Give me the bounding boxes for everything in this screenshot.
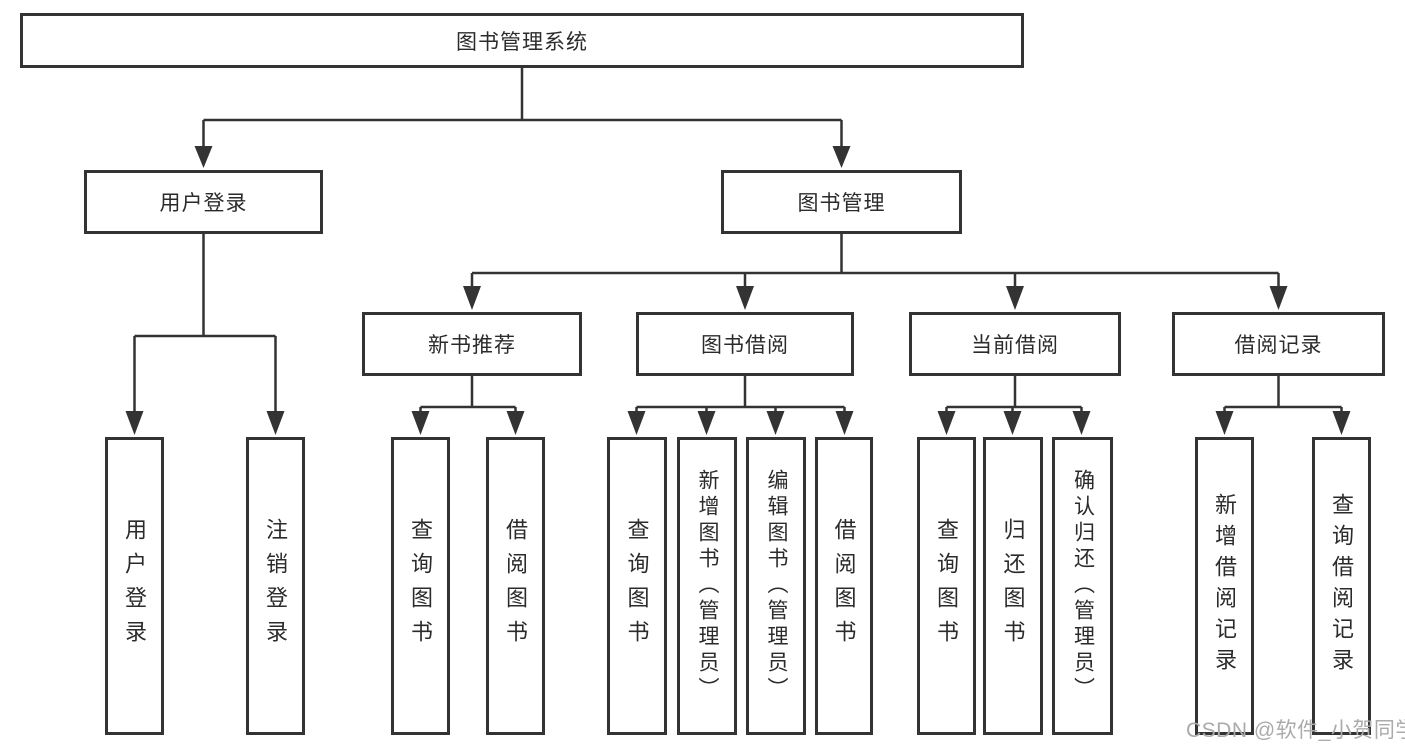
leaf-user-login: 用户登录 xyxy=(105,437,164,735)
node-new-book-recommend: 新书推荐 xyxy=(362,312,582,376)
leaf-query-borrow-record: 查询借阅记录 xyxy=(1312,437,1371,735)
leaf-label: 借阅图书 xyxy=(831,518,857,654)
node-label: 图书管理 xyxy=(797,192,886,215)
csdn-watermark: CSDN @软件_小贺同学 xyxy=(1186,719,1405,742)
leaf-edit-books-admin: 编辑图书（管理员） xyxy=(746,437,806,735)
leaf-label: 归还图书 xyxy=(1000,518,1026,654)
leaf-label: 借阅图书 xyxy=(503,518,529,654)
node-current-borrowing: 当前借阅 xyxy=(909,312,1121,376)
leaf-label: 查询图书 xyxy=(408,518,434,654)
leaf-add-borrow-record: 新增借阅记录 xyxy=(1195,437,1254,735)
leaf-query-books-recommend: 查询图书 xyxy=(391,437,450,735)
node-label: 用户登录 xyxy=(159,192,248,215)
leaf-confirm-return-admin: 确认归还（管理员） xyxy=(1052,437,1113,735)
node-label: 借阅记录 xyxy=(1234,334,1323,357)
leaf-borrow-books: 借阅图书 xyxy=(815,437,873,735)
leaf-label: 注销登录 xyxy=(263,518,289,654)
leaf-label: 确认归还（管理员） xyxy=(1071,469,1095,703)
leaf-label: 查询图书 xyxy=(934,518,960,654)
leaf-query-books-current: 查询图书 xyxy=(917,437,976,735)
node-library-system: 图书管理系统 xyxy=(20,13,1024,68)
leaf-label: 查询图书 xyxy=(624,518,650,654)
node-user-login: 用户登录 xyxy=(84,170,323,234)
node-book-management: 图书管理 xyxy=(721,170,962,234)
node-borrowing-records: 借阅记录 xyxy=(1172,312,1385,376)
leaf-label: 新增借阅记录 xyxy=(1212,493,1238,679)
node-label: 新书推荐 xyxy=(428,334,516,357)
leaf-label: 用户登录 xyxy=(122,518,148,654)
leaf-label: 编辑图书（管理员） xyxy=(765,469,789,703)
node-label: 当前借阅 xyxy=(971,334,1059,357)
leaf-logout: 注销登录 xyxy=(246,437,305,735)
leaf-label: 查询借阅记录 xyxy=(1329,493,1355,679)
node-label: 图书借阅 xyxy=(701,334,789,357)
node-book-borrowing: 图书借阅 xyxy=(636,312,854,376)
leaf-borrow-books-recommend: 借阅图书 xyxy=(486,437,545,735)
leaf-query-books-borrowing: 查询图书 xyxy=(607,437,667,735)
leaf-label: 新增图书（管理员） xyxy=(696,469,720,703)
leaf-add-books-admin: 新增图书（管理员） xyxy=(677,437,737,735)
leaf-return-books: 归还图书 xyxy=(983,437,1043,735)
node-label: 图书管理系统 xyxy=(456,30,588,54)
